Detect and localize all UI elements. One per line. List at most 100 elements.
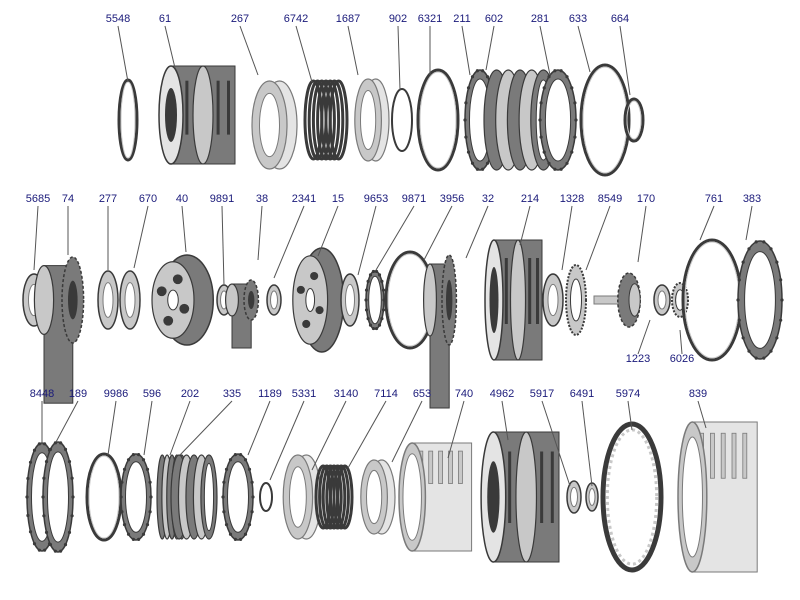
- part-label-761: 761: [705, 193, 723, 205]
- leader-line-602: [485, 25, 495, 71]
- part-label-740: 740: [455, 388, 473, 400]
- leader-line-740: [447, 400, 465, 459]
- part-7114-spring-icon: [314, 464, 354, 530]
- part-label-9653: 9653: [364, 193, 388, 205]
- part-label-1687: 1687: [336, 13, 360, 25]
- leader-line-4962: [501, 400, 509, 441]
- part-740-hub-icon: [398, 442, 473, 552]
- part-label-596: 596: [143, 388, 161, 400]
- leader-line-335: [179, 400, 233, 456]
- leader-line-214: [519, 205, 531, 246]
- part-170-shaft-icon: [593, 272, 641, 328]
- part-664-ring-icon: [623, 97, 645, 143]
- part-839-hub-icon: [677, 421, 758, 573]
- part-1223-washer-icon: [653, 284, 671, 316]
- part-label-8549: 8549: [598, 193, 622, 205]
- part-9871-plate-icon: [364, 269, 386, 331]
- leader-line-596: [143, 400, 153, 456]
- leader-line-9653: [357, 205, 377, 276]
- leader-line-653: [391, 400, 423, 463]
- leader-line-281: [539, 25, 551, 76]
- part-label-335: 335: [223, 388, 241, 400]
- part-761-ring-icon: [681, 238, 743, 362]
- part-label-5331: 5331: [292, 388, 316, 400]
- part-653-piston-icon: [360, 459, 396, 535]
- part-label-267: 267: [231, 13, 249, 25]
- part-label-9871: 9871: [402, 193, 426, 205]
- part-label-15: 15: [332, 193, 344, 205]
- leader-line-6742: [295, 25, 313, 83]
- leader-line-3956: [423, 205, 453, 261]
- part-4962-drum-icon: [480, 431, 560, 563]
- part-label-2341: 2341: [292, 193, 316, 205]
- leader-line-32: [465, 205, 489, 259]
- part-label-32: 32: [482, 193, 494, 205]
- part-label-202: 202: [181, 388, 199, 400]
- part-1328-washer-icon: [542, 273, 564, 327]
- part-label-8448: 8448: [30, 388, 54, 400]
- part-670-washer-icon: [119, 270, 141, 330]
- leader-line-5917: [541, 400, 571, 487]
- part-596-plate-icon: [119, 453, 153, 541]
- part-label-3140: 3140: [334, 388, 358, 400]
- part-label-1189: 1189: [258, 388, 282, 400]
- part-5331-snap-icon: [259, 482, 273, 512]
- part-label-189: 189: [69, 388, 87, 400]
- leader-line-5685: [33, 205, 39, 271]
- part-label-6026: 6026: [670, 353, 694, 365]
- part-label-40: 40: [176, 193, 188, 205]
- part-label-383: 383: [743, 193, 761, 205]
- part-633-ring-icon: [579, 63, 631, 177]
- leader-line-761: [699, 205, 715, 241]
- part-label-633: 633: [569, 13, 587, 25]
- leader-line-664: [619, 25, 631, 96]
- leader-line-1687: [347, 25, 359, 76]
- leader-line-189: [55, 400, 79, 443]
- part-6491-washer-icon: [585, 482, 599, 512]
- part-label-281: 281: [531, 13, 549, 25]
- part-9986-ring-icon: [85, 452, 123, 542]
- part-40-carrier-icon: [151, 254, 214, 346]
- leader-line-383: [745, 205, 753, 241]
- leader-line-9986: [107, 400, 117, 456]
- part-6321-ring-icon: [416, 68, 460, 172]
- leader-line-5548: [117, 25, 129, 83]
- leader-line-8549: [585, 205, 611, 271]
- part-1189-plate-icon: [221, 453, 255, 541]
- part-label-1328: 1328: [560, 193, 584, 205]
- leader-line-5331: [269, 400, 305, 481]
- leader-line-6491: [581, 400, 593, 487]
- leader-line-6026: [679, 329, 683, 355]
- part-label-74: 74: [62, 193, 74, 205]
- leader-line-5974: [627, 400, 633, 431]
- leader-line-633: [577, 25, 591, 73]
- parts-layer: [22, 63, 784, 573]
- leader-line-3140: [311, 400, 347, 471]
- part-label-5685: 5685: [26, 193, 50, 205]
- part-214-drum-icon: [484, 239, 543, 361]
- part-label-6321: 6321: [418, 13, 442, 25]
- leader-line-1189: [247, 400, 271, 456]
- part-label-214: 214: [521, 193, 539, 205]
- leader-line-202: [169, 400, 191, 456]
- part-label-3956: 3956: [440, 193, 464, 205]
- part-label-170: 170: [637, 193, 655, 205]
- part-label-211: 211: [453, 13, 471, 25]
- part-label-5917: 5917: [530, 388, 554, 400]
- leader-line-1223: [637, 319, 651, 355]
- part-label-4962: 4962: [490, 388, 514, 400]
- part-label-653: 653: [413, 388, 431, 400]
- leader-line-670: [133, 205, 149, 269]
- leader-line-1328: [561, 205, 573, 271]
- leader-line-61: [164, 25, 176, 69]
- part-label-9891: 9891: [210, 193, 234, 205]
- part-277-washer-icon: [97, 270, 119, 330]
- part-335-clutchpack-icon: [170, 454, 218, 540]
- leader-lines-layer: [33, 25, 753, 487]
- leader-line-38: [257, 205, 263, 261]
- part-label-61: 61: [159, 13, 171, 25]
- leader-line-211: [461, 25, 471, 76]
- part-383-plate-icon: [736, 240, 784, 360]
